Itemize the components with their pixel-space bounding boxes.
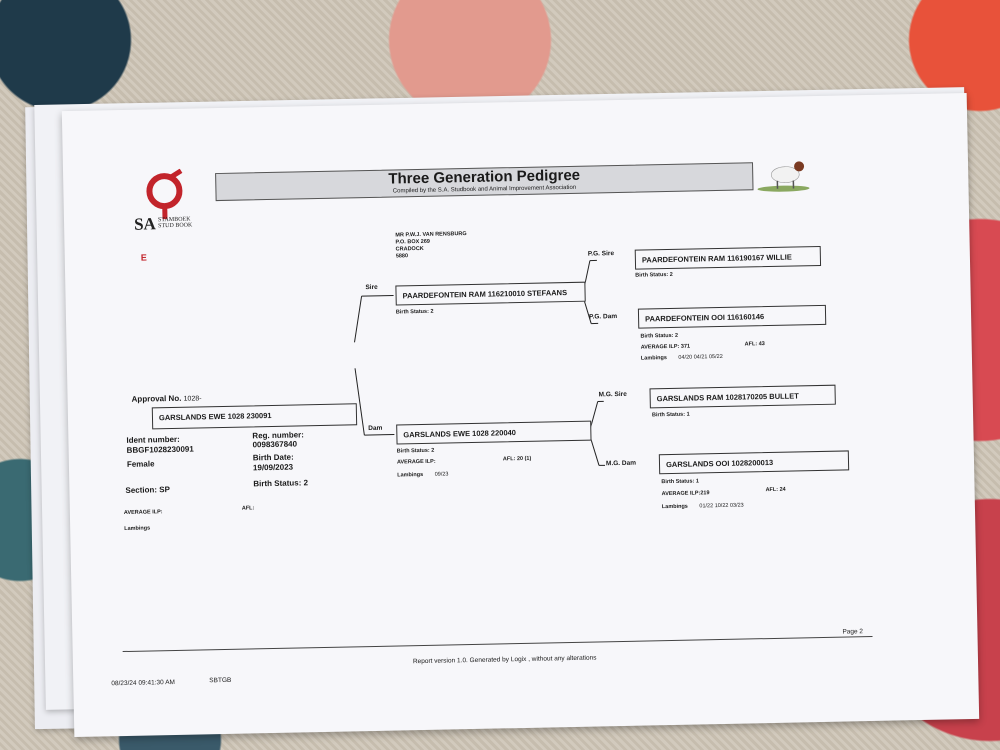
birth-date-value: 19/09/2023	[252, 462, 294, 473]
page-number: Page 2	[842, 628, 864, 636]
mg-sire-label: M.G. Sire	[598, 390, 627, 399]
mg-sire-name: GARSLANDS RAM 1028170205 BULLET	[656, 391, 799, 404]
pg-dam-birth-status: Birth Status: 2	[640, 332, 679, 340]
footer-timestamp: 08/23/24 09:41:30 AM	[111, 678, 175, 688]
section: Section: SP	[125, 485, 170, 495]
dam-box: GARSLANDS EWE 1028 220040	[396, 420, 592, 445]
pg-dam-box: PAARDEFONTEIN OOI 116160146	[637, 304, 827, 329]
pg-sire-name: PAARDEFONTEIN RAM 116190167 WILLIE	[641, 252, 792, 265]
pedigree-document: SA STAMBOEK STUD BOOK E Three Generation…	[61, 92, 980, 738]
subject-name-box: GARSLANDS EWE 1028 230091	[151, 403, 358, 430]
dam-label: Dam	[368, 424, 383, 433]
dam-afl: AFL: 20 (1)	[502, 455, 532, 463]
subject-name: GARSLANDS EWE 1028 230091	[158, 410, 272, 423]
footer-code: SBTGB	[209, 676, 232, 685]
subject-ilp-label: AVERAGE ILP:	[123, 509, 163, 516]
mg-sire-birth-status: Birth Status: 1	[651, 411, 690, 419]
reg-value: 0098367840	[252, 439, 298, 450]
pg-sire-birth-status: Birth Status: 2	[635, 271, 673, 279]
mg-dam-label: M.G. Dam	[605, 459, 637, 468]
subject-birth-status: Birth Status: 2	[253, 478, 309, 489]
pg-dam-ilp: AVERAGE ILP: 371	[640, 343, 691, 351]
sheep-icon	[757, 161, 810, 192]
mg-dam-afl: AFL: 24	[765, 486, 786, 494]
mg-dam-birth-status: Birth Status: 1	[661, 478, 700, 486]
sire-name: PAARDEFONTEIN RAM 116210010 STEFAANS	[402, 288, 568, 301]
birth-date-label: Birth Date:	[252, 452, 294, 463]
approval-label: Approval No. 1028-	[131, 393, 202, 404]
ident-label: Ident number:	[126, 434, 180, 445]
dam-birth-status: Birth Status: 2	[396, 447, 435, 455]
subject-afl-label: AFL:	[241, 505, 255, 512]
ident-value: BBGF1028230091	[126, 444, 194, 455]
sex: Female	[126, 459, 155, 469]
pg-sire-box: PAARDEFONTEIN RAM 116190167 WILLIE	[634, 245, 822, 270]
mg-dam-name: GARSLANDS OOI 1028200013	[665, 457, 774, 470]
sire-birth-status: Birth Status: 2	[395, 308, 434, 316]
mg-dam-box: GARSLANDS OOI 1028200013	[658, 450, 850, 475]
sire-box: PAARDEFONTEIN RAM 116210010 STEFAANS	[395, 281, 586, 306]
dam-name: GARSLANDS EWE 1028 220040	[403, 428, 517, 440]
pg-sire-label: P.G. Sire	[587, 250, 615, 258]
pg-dam-label: P.G. Dam	[588, 313, 618, 321]
mg-sire-box: GARSLANDS RAM 1028170205 BULLET	[649, 384, 836, 409]
studbook-logo-icon	[146, 168, 183, 220]
pedigree-connectors	[354, 259, 606, 466]
pg-dam-afl: AFL: 43	[744, 341, 765, 348]
sire-label: Sire	[365, 283, 378, 292]
dam-ilp: AVERAGE ILP:	[396, 458, 436, 466]
pg-dam-name: PAARDEFONTEIN OOI 116160146	[645, 312, 765, 324]
subject-lambings-label: Lambings	[124, 525, 151, 532]
mg-dam-ilp: AVERAGE ILP:219	[661, 490, 710, 498]
dam-lambings: Lambings 09/23	[397, 471, 449, 479]
